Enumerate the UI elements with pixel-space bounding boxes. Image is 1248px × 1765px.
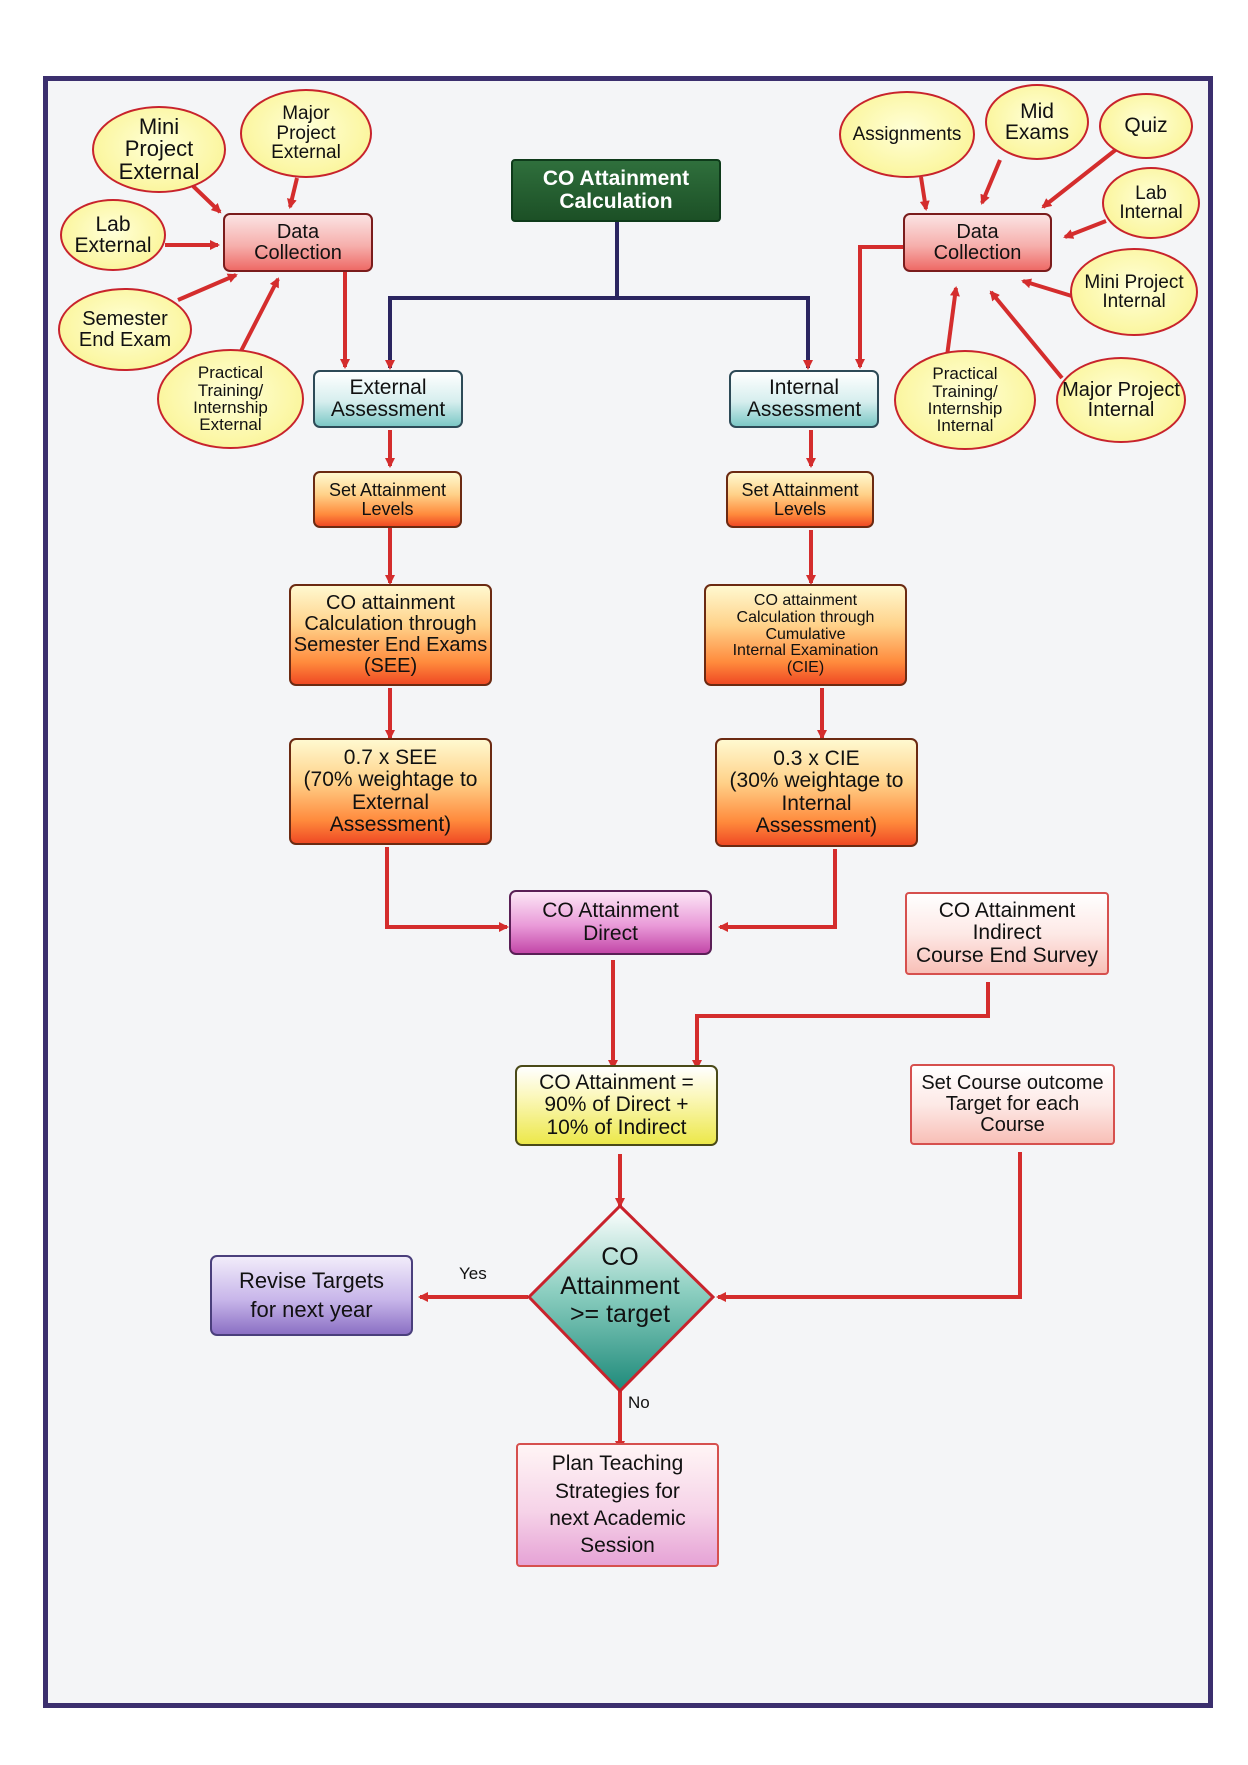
no-label: No (628, 1393, 650, 1412)
arrow-practical-external (238, 277, 280, 354)
arrow-indirect-to-combined (692, 982, 990, 1070)
mini-project-internal-source: Mini Project Internal (1070, 248, 1198, 336)
co-attainment-direct: CO Attainment Direct (509, 890, 712, 955)
lab-internal-source: Lab Internal (1102, 167, 1200, 239)
arrow-practical-internal (945, 286, 960, 357)
internal-weightage: 0.3 x CIE (30% weightage to Internal Ass… (715, 738, 918, 847)
internal-set-attainment-levels: Set Attainment Levels (726, 471, 874, 528)
internal-data-collection: Data Collection (903, 213, 1052, 272)
arrow-assignments (919, 176, 930, 211)
arrow-mid-exams (980, 159, 1002, 205)
assignments-source: Assignments (839, 91, 975, 178)
external-weightage: 0.7 x SEE (70% weightage to External Ass… (289, 738, 492, 845)
external-assessment: External Assessment (313, 370, 463, 428)
decision-text: CO Attainment >= target (560, 1242, 680, 1329)
arrow-major-project-external (287, 177, 299, 209)
set-course-outcome-target: Set Course outcome Target for each Cours… (910, 1064, 1115, 1145)
arrow-target-to-decision (716, 1152, 1022, 1302)
arrow-mini-project-internal (1021, 278, 1076, 299)
lab-external-source: Lab External (60, 199, 166, 271)
arrow-lab-internal (1063, 219, 1107, 239)
trunk-connector (617, 296, 813, 370)
decision-diamond (526, 1203, 716, 1394)
major-project-external-source: Major Project External (240, 89, 372, 178)
arrow-mini-project-external (191, 184, 222, 214)
trunk-connector (385, 222, 619, 370)
major-project-internal-source: Major Project Internal (1056, 357, 1186, 443)
revise-targets: Revise Targets for next year (210, 1255, 413, 1336)
external-set-attainment-levels: Set Attainment Levels (313, 471, 462, 528)
practical-training-external-source: Practical Training/ Internship External (157, 349, 304, 449)
co-attainment-combined: CO Attainment = 90% of Direct + 10% of I… (515, 1065, 718, 1146)
external-data-collection: Data Collection (223, 213, 373, 272)
internal-assessment: Internal Assessment (729, 370, 879, 428)
arrow-quiz (1041, 146, 1120, 209)
mid-exams-source: Mid Exams (985, 84, 1089, 160)
arrow-major-project-internal (989, 290, 1064, 380)
arrow-semester-end-exam (177, 273, 238, 302)
co-attainment-indirect: CO Attainment Indirect Course End Survey (905, 892, 1109, 975)
mini-project-external-source: Mini Project External (92, 106, 226, 193)
practical-training-internal-source: Practical Training/ Internship Internal (894, 350, 1036, 450)
co-attainment-title: CO Attainment Calculation (511, 159, 721, 222)
arrow-ext-weightage-to-direct (385, 847, 509, 932)
quiz-source: Quiz (1099, 93, 1193, 159)
arrow-dc-internal-to-assessment (855, 245, 903, 369)
plan-teaching-strategies: Plan Teaching Strategies for next Academ… (516, 1443, 719, 1567)
yes-label: Yes (459, 1264, 487, 1283)
external-calculation-see: CO attainment Calculation through Semest… (289, 584, 492, 686)
internal-calculation-cie: CO attainment Calculation through Cumula… (704, 584, 907, 686)
semester-end-exam-source: Semester End Exam (58, 288, 192, 371)
arrow-int-weightage-to-direct (718, 849, 837, 932)
